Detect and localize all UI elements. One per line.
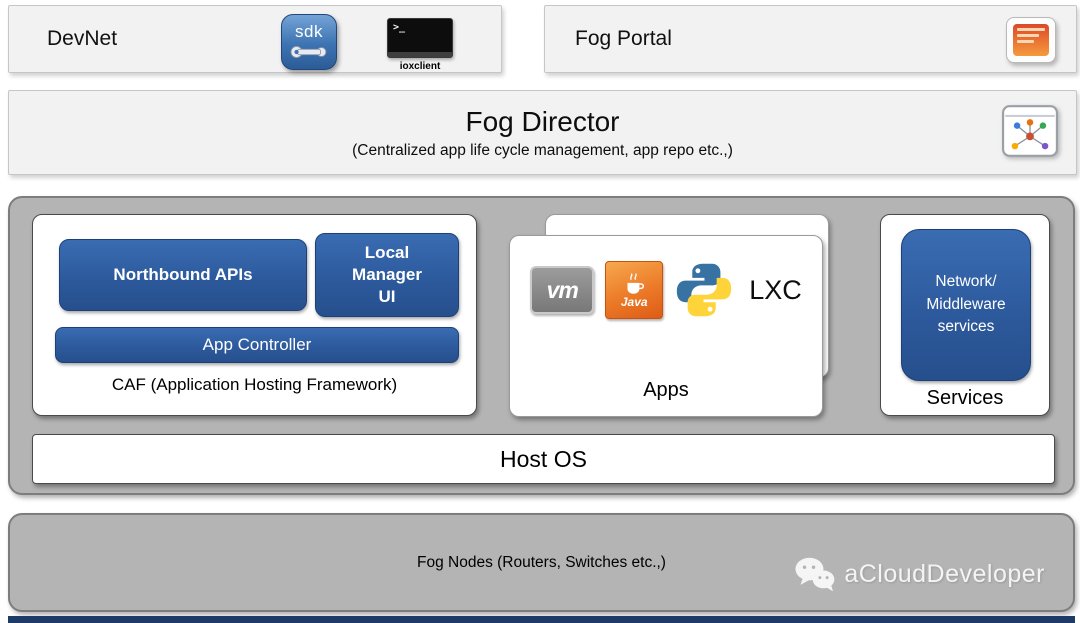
watermark-text: aCloudDeveloper [844,559,1045,588]
terminal-taskbar [388,52,452,57]
fog-director-subtitle: (Centralized app life cycle management, … [352,141,733,159]
caf-caption: CAF (Application Hosting Framework) [111,375,398,394]
fog-platform-panel: Northbound APIs Local Manager UI App Con… [8,196,1075,495]
local-manager-ui-box: Local Manager UI [315,233,459,317]
python-icon [677,263,732,317]
app-controller-box: App Controller [55,327,459,363]
network-middleware-services-label: Network/ Middleware services [926,273,1006,336]
fog-director-title: Fog Director [465,105,620,137]
vmware-icon-label: vm [546,276,579,303]
fog-portal-panel: Fog Portal [544,5,1077,73]
terminal-prompt: >_ [393,22,406,33]
java-icon-label: Java [620,295,648,309]
fog-portal-icon [1006,17,1056,63]
services-caption: Services [926,387,1004,409]
services-box: Network/ Middleware services Services [880,214,1050,416]
fog-nodes-caption: Fog Nodes (Routers, Switches etc.,) [417,553,666,571]
java-cup-glyph [627,273,645,294]
sdk-icon: sdk [281,14,337,70]
ioxclient-label: ioxclient [399,61,441,72]
lxc-label: LXC [749,274,802,305]
bottom-strip [8,616,1075,623]
fog-portal-label: Fog Portal [575,27,672,50]
wrench-icon [290,46,327,58]
local-manager-ui-label: Local Manager UI [352,242,422,307]
fog-nodes-panel: Fog Nodes (Routers, Switches etc.,) aClo… [8,513,1075,612]
northbound-apis-box: Northbound APIs [59,239,307,311]
network-topology-icon [1002,105,1058,157]
devnet-panel: DevNet sdk >_ ioxclient [8,5,502,73]
wechat-icon [795,557,835,592]
apps-card-front: vm Java LXC [509,235,823,417]
terminal-icon: >_ [387,18,453,58]
caf-box: Northbound APIs Local Manager UI App Con… [32,214,477,416]
devnet-label: DevNet [47,27,118,50]
ioxclient-icon-group: >_ ioxclient [384,18,456,72]
host-os-bar: Host OS [32,434,1055,484]
apps-icons-row: vm Java LXC [510,260,822,320]
watermark: aCloudDeveloper [792,555,1045,593]
apps-caption: Apps [643,379,689,401]
vmware-icon: vm [530,266,595,314]
network-middleware-services-box: Network/ Middleware services [901,229,1031,381]
java-icon: Java [605,261,664,319]
sdk-icon-label: sdk [295,22,323,41]
portal-window-icon [1013,24,1049,56]
fog-director-panel: Fog Director (Centralized app life cycle… [8,90,1077,175]
